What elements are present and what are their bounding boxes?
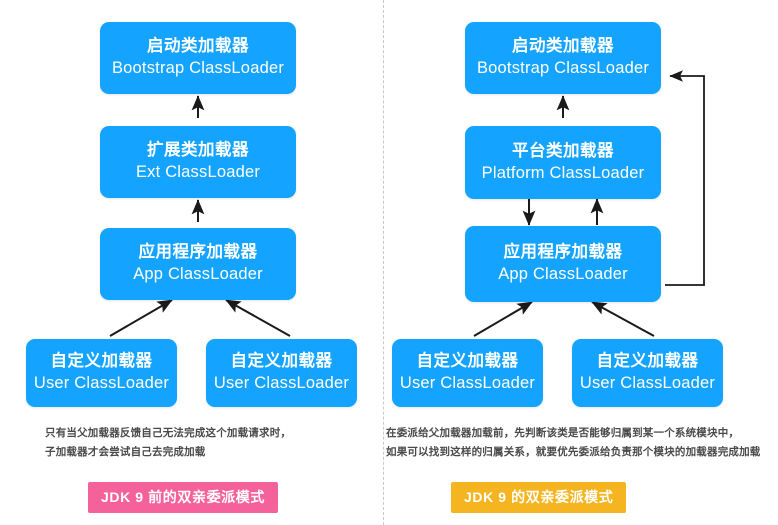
caption-line-2: 子加载器才会尝试自己去完成加载	[45, 446, 206, 459]
node-label-cn: 平台类加载器	[512, 141, 614, 160]
node-label-cn: 启动类加载器	[147, 37, 249, 56]
left-panel-caption: 只有当父加载器反馈自己无法完成这个加载请求时， 子加载器才会尝试自己去完成加载	[45, 424, 291, 463]
node-label-en: App ClassLoader	[133, 265, 263, 283]
node-label-en: User ClassLoader	[213, 374, 350, 392]
node-user-classloader-1[interactable]: 自定义加载器 User ClassLoader	[392, 339, 543, 407]
node-label-en: App ClassLoader	[498, 265, 628, 283]
caption-line-1: 只有当父加载器反馈自己无法完成这个加载请求时，	[45, 427, 292, 439]
left-panel-jdk8: 启动类加载器 Bootstrap ClassLoader 扩展类加载器 Ext …	[0, 0, 383, 525]
node-bootstrap-classloader[interactable]: 启动类加载器 Bootstrap ClassLoader	[100, 22, 296, 94]
node-label-en: User ClassLoader	[33, 374, 170, 392]
node-app-classloader[interactable]: 应用程序加载器 App ClassLoader	[100, 228, 296, 300]
caption-line-1: 在委派给父加载器加载前，先判断该类是否能够归属到某一个系统模块中，	[386, 427, 740, 439]
node-label-en: Ext ClassLoader	[135, 163, 261, 181]
node-app-classloader[interactable]: 应用程序加载器 App ClassLoader	[465, 226, 661, 302]
right-panel-caption: 在委派给父加载器加载前，先判断该类是否能够归属到某一个系统模块中， 如果可以找到…	[386, 424, 761, 463]
badge-jdk9-delegation: JDK 9 的双亲委派模式	[451, 482, 627, 513]
node-label-en: User ClassLoader	[399, 374, 536, 392]
node-bootstrap-classloader[interactable]: 启动类加载器 Bootstrap ClassLoader	[465, 22, 661, 94]
node-label-en: Bootstrap ClassLoader	[111, 59, 285, 77]
badge-jdk8-delegation: JDK 9 前的双亲委派模式	[88, 482, 278, 513]
node-user-classloader-2[interactable]: 自定义加载器 User ClassLoader	[572, 339, 723, 407]
node-user-classloader-1[interactable]: 自定义加载器 User ClassLoader	[26, 339, 177, 407]
node-label-en: User ClassLoader	[579, 374, 716, 392]
node-label-cn: 扩展类加载器	[147, 141, 249, 160]
node-ext-classloader[interactable]: 扩展类加载器 Ext ClassLoader	[100, 126, 296, 198]
node-platform-classloader[interactable]: 平台类加载器 Platform ClassLoader	[465, 126, 661, 199]
right-panel-jdk9: 启动类加载器 Bootstrap ClassLoader 平台类加载器 Plat…	[384, 0, 778, 525]
node-label-en: Bootstrap ClassLoader	[476, 59, 650, 77]
node-label-cn: 应用程序加载器	[138, 243, 258, 262]
node-label-en: Platform ClassLoader	[481, 163, 645, 182]
node-user-classloader-2[interactable]: 自定义加载器 User ClassLoader	[206, 339, 357, 407]
node-label-cn: 自定义加载器	[596, 352, 699, 371]
node-label-cn: 启动类加载器	[512, 37, 614, 56]
node-label-cn: 自定义加载器	[416, 352, 519, 371]
panel-divider	[383, 0, 384, 525]
node-label-cn: 自定义加载器	[50, 352, 153, 371]
caption-line-2: 如果可以找到这样的归属关系，就要优先委派给负责那个模块的加载器完成加载	[386, 446, 761, 459]
node-label-cn: 自定义加载器	[230, 352, 333, 371]
node-label-cn: 应用程序加载器	[503, 243, 623, 262]
